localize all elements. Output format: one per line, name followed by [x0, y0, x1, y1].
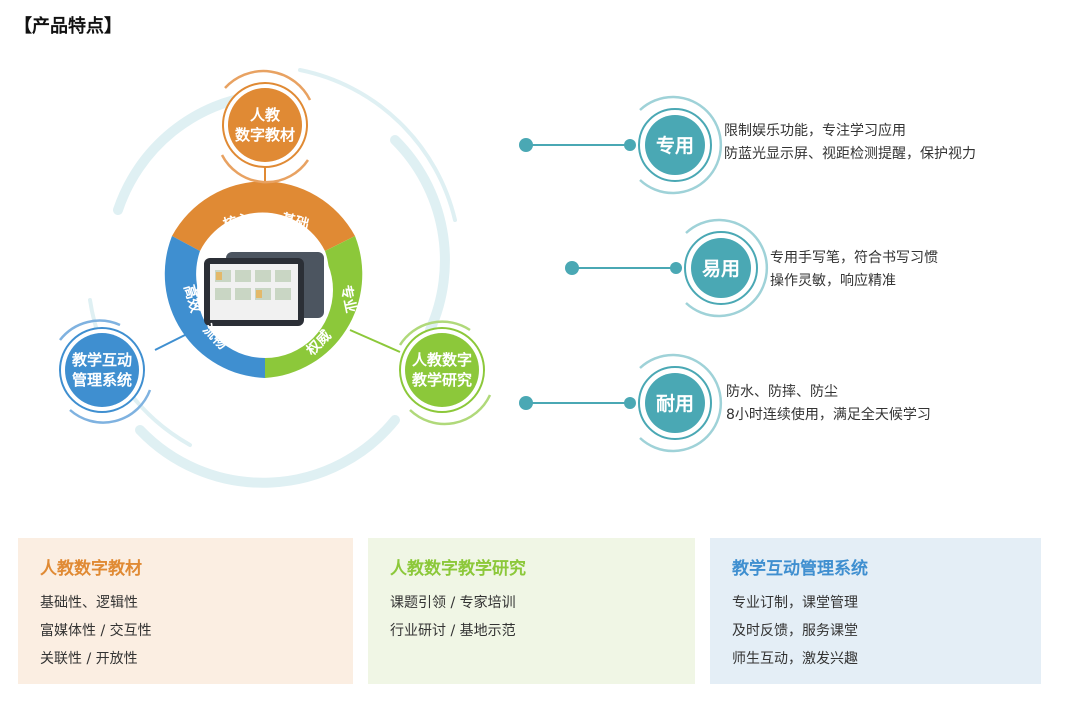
feature-text-durable: 防水、防摔、防尘 8小时连续使用，满足全天候学习: [726, 381, 931, 427]
node-left-line2: 管理系统: [72, 371, 132, 389]
tablet-image: [204, 252, 324, 326]
feature-text-dedicated: 限制娱乐功能，专注学习应用 防蓝光显示屏、视距检测提醒，保护视力: [724, 120, 976, 166]
feature-3-line-1: 防水、防摔、防尘: [726, 384, 838, 400]
feature-text-easy: 专用手写笔，符合书写习惯 操作灵敏，响应精准: [770, 247, 938, 293]
feature-durable: 耐用: [519, 353, 723, 453]
feature-2-line-1: 专用手写笔，符合书写习惯: [770, 250, 938, 266]
card-1-line-2: 富媒体性 / 交互性: [40, 623, 152, 639]
feature-badge-3: 耐用: [656, 393, 694, 415]
card-2-line-1: 课题引领 / 专家培训: [390, 595, 516, 611]
card-3-line-1: 专业订制，课堂管理: [732, 595, 858, 611]
feature-easy: 易用: [565, 218, 769, 318]
seg-label-core: 核心: [221, 210, 252, 233]
card-teaching-research: 人教数字教学研究 课题引领 / 专家培训 行业研讨 / 基地示范: [368, 538, 695, 684]
segment-orange: [172, 181, 355, 251]
seg-label-basic: 基础: [279, 210, 310, 233]
card-interactive-system: 教学互动管理系统 专业订制，课堂管理 及时反馈，服务课堂 师生互动，激发兴趣: [710, 538, 1041, 684]
card-2-title: 人教数字教学研究: [390, 559, 526, 579]
node-teaching-research: 人教数字 教学研究: [398, 320, 492, 426]
feature-1-line-2: 防蓝光显示屏、视距检测提醒，保护视力: [724, 146, 976, 162]
feature-dedicated: 专用: [519, 95, 723, 195]
node-digital-textbook: 人教 数字教材: [220, 69, 312, 184]
product-feature-diagram: 核心 基础 专业 权威 高效 流畅 人教 数字教材 教学互动 管理系统 人教数字…: [59, 68, 769, 488]
card-1-title: 人教数字教材: [40, 559, 142, 579]
feature-3-line-2: 8小时连续使用，满足全天候学习: [726, 407, 931, 423]
seg-label-pro: 专业: [337, 284, 359, 315]
feature-badge-1: 专用: [656, 134, 694, 157]
card-2-line-2: 行业研讨 / 基地示范: [390, 623, 516, 639]
node-right-line2: 教学研究: [411, 371, 472, 389]
node-top-line1: 人教: [250, 106, 281, 124]
card-digital-textbook: 人教数字教材 基础性、逻辑性 富媒体性 / 交互性 关联性 / 开放性: [18, 538, 353, 684]
node-top-line2: 数字教材: [235, 126, 295, 144]
card-3-line-2: 及时反馈，服务课堂: [732, 623, 858, 639]
feature-2-line-2: 操作灵敏，响应精准: [770, 273, 896, 289]
page-title: 【产品特点】: [14, 16, 122, 37]
central-hub: 核心 基础 专业 权威 高效 流畅: [164, 181, 363, 378]
card-3-title: 教学互动管理系统: [732, 559, 868, 579]
feature-badge-2: 易用: [702, 258, 740, 280]
node-interactive-system: 教学互动 管理系统: [59, 319, 152, 424]
node-right-line1: 人教数字: [412, 351, 472, 369]
card-1-line-1: 基础性、逻辑性: [40, 595, 138, 611]
node-left-line1: 教学互动: [71, 351, 132, 369]
card-1-line-3: 关联性 / 开放性: [40, 651, 138, 667]
card-3-line-3: 师生互动，激发兴趣: [732, 651, 858, 667]
feature-1-line-1: 限制娱乐功能，专注学习应用: [724, 123, 906, 139]
